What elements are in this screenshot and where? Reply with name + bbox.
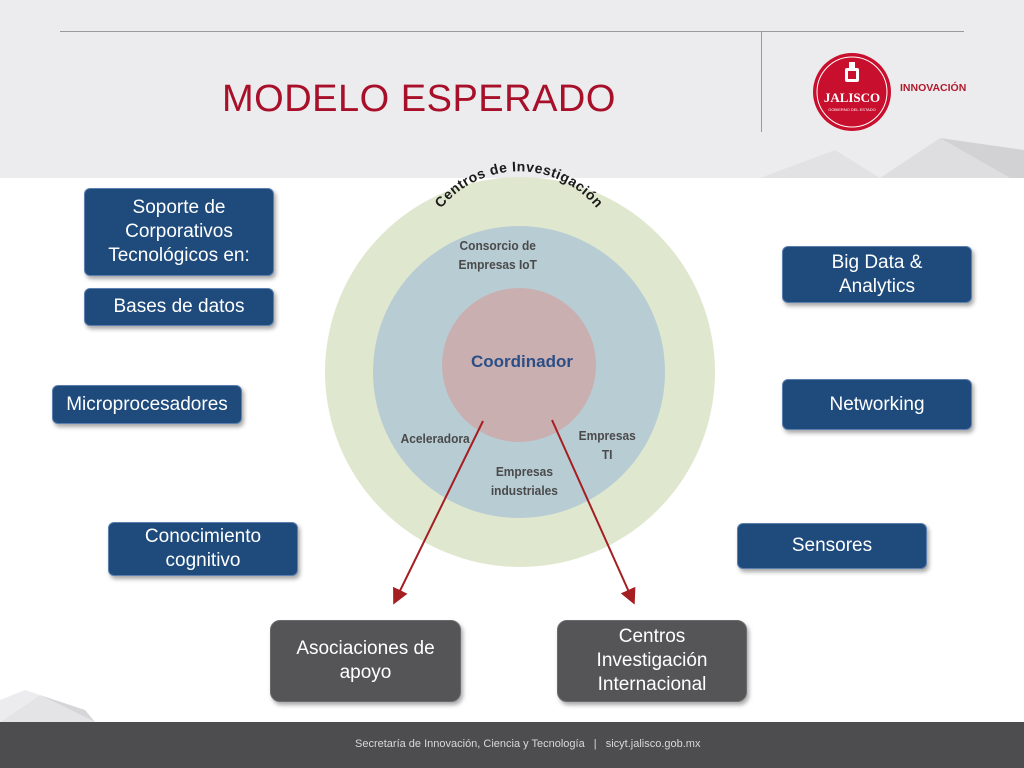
soporte-corporativos-box: Soporte de Corporativos Tecnológicos en: — [84, 188, 274, 276]
asociaciones-apoyo-label: Asociaciones de apoyo — [296, 638, 435, 683]
networking-label: Networking — [829, 393, 925, 415]
logo-text: JALISCO — [824, 90, 880, 105]
bases-de-datos-label: Bases de datos — [113, 296, 245, 317]
conocimiento-cognitivo-box: Conocimiento cognitivo — [108, 522, 298, 576]
arrow-to-asociaciones — [393, 420, 484, 605]
footer-separator: | — [593, 738, 597, 750]
consorcio-label-1: Consorcio de — [460, 239, 536, 254]
big-data-analytics-label: Big Data & Analytics — [831, 251, 923, 297]
footer-secretaria: Secretaría de Innovación, Ciencia y Tecn… — [355, 738, 585, 750]
arrow-to-centros-internacional — [551, 419, 636, 605]
consorcio-label-2: Empresas IoT — [459, 258, 538, 273]
soporte-corporativos-label: Soporte de Corporativos Tecnológicos en: — [108, 197, 250, 266]
aceleradora-label: Aceleradora — [401, 432, 471, 447]
empresas-ti-label-1: Empresas — [579, 429, 636, 444]
jalisco-logo: JALISCO GOBIERNO DEL ESTADO — [813, 53, 891, 131]
page-title: MODELO ESPERADO — [222, 78, 616, 120]
coordinador-label: Coordinador — [471, 352, 573, 371]
microprocesadores-label: Microprocesadores — [66, 393, 228, 415]
sensores-box: Sensores — [737, 523, 927, 569]
conocimiento-cognitivo-label: Conocimiento cognitivo — [144, 526, 262, 571]
inner-circle — [442, 288, 596, 442]
big-data-analytics-box: Big Data & Analytics — [782, 246, 972, 303]
sensores-label: Sensores — [791, 535, 873, 556]
empresas-ti-label-2: TI — [602, 448, 613, 463]
asociaciones-apoyo-box: Asociaciones de apoyo — [270, 620, 461, 702]
centros-investigacion-internacional-label: Centros Investigación Internacional — [596, 626, 708, 695]
header-top-rule — [60, 31, 964, 32]
industriales-label-1: Empresas — [496, 465, 553, 480]
logo-subtext: GOBIERNO DEL ESTADO — [828, 107, 876, 112]
bases-de-datos-box: Bases de datos — [84, 288, 274, 326]
footer-bar — [0, 722, 1024, 768]
footer-url: sicyt.jalisco.gob.mx — [605, 738, 701, 750]
centros-investigacion-internacional-box: Centros Investigación Internacional — [557, 620, 747, 702]
networking-box: Networking — [782, 379, 972, 430]
microprocesadores-box: Microprocesadores — [52, 385, 242, 424]
header-vertical-rule — [761, 32, 762, 132]
footer-text: Secretaría de Innovación, Ciencia y Tecn… — [355, 738, 700, 750]
industriales-label-2: industriales — [491, 484, 558, 499]
innovacion-label: INNOVACIÓN — [900, 82, 967, 94]
